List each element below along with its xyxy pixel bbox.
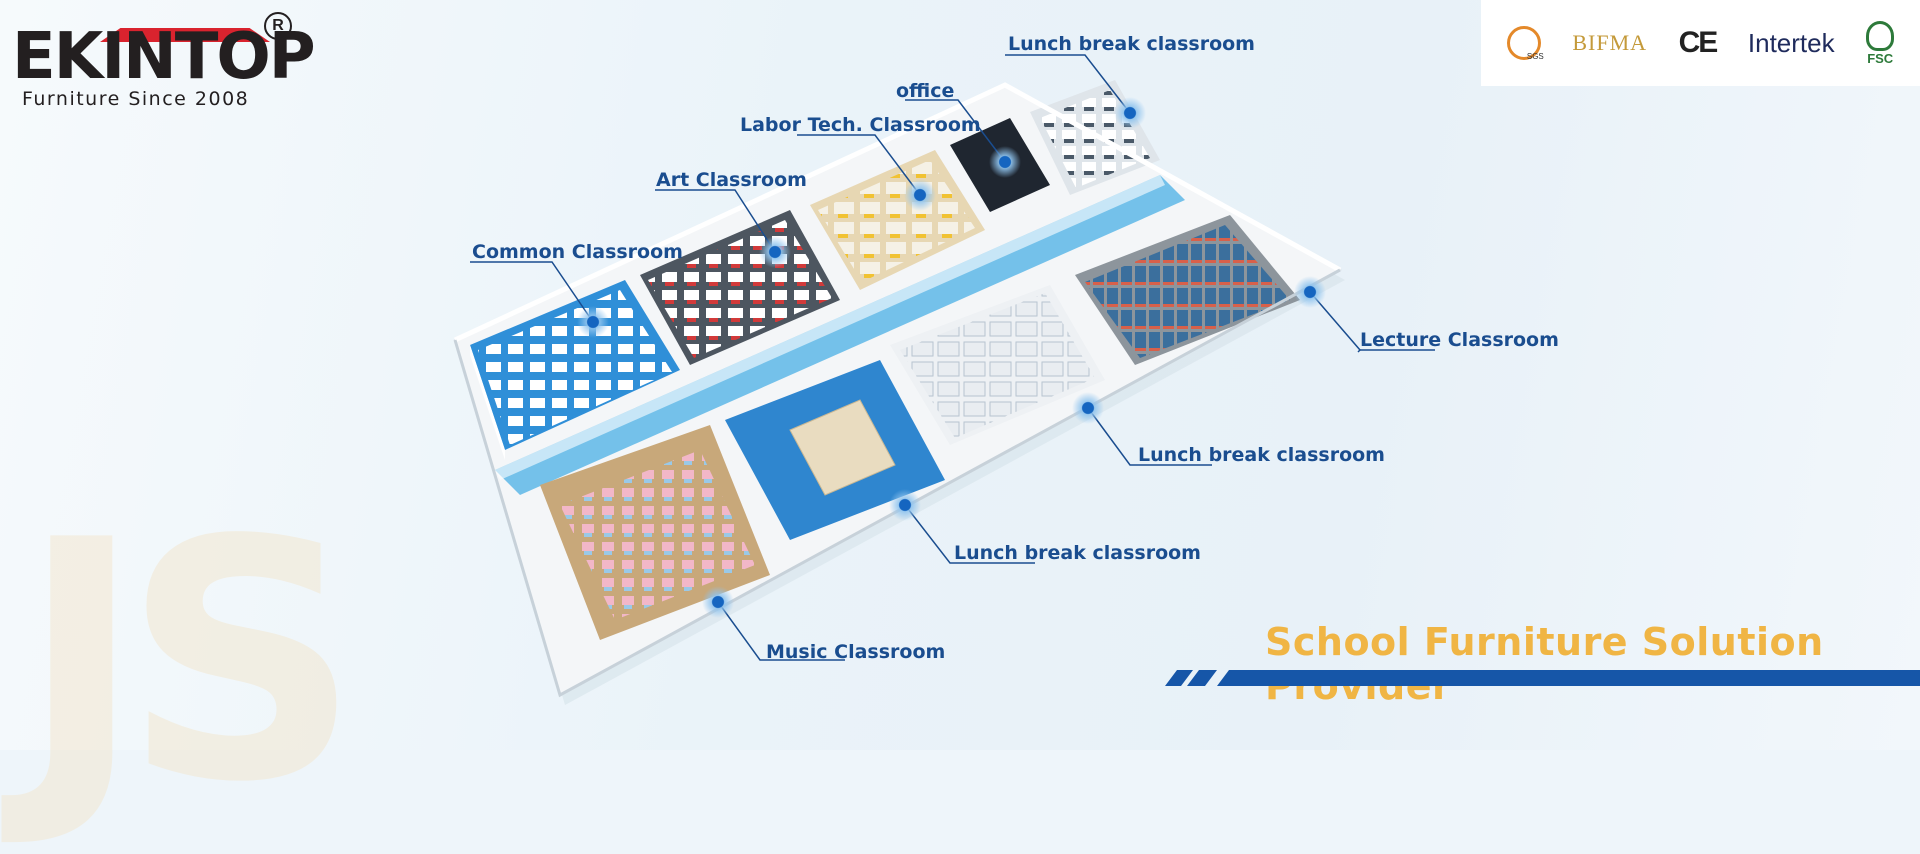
tree-icon xyxy=(1866,20,1895,51)
logo-tagline: Furniture Since 2008 xyxy=(22,88,250,110)
label-common-classroom[interactable]: Common Classroom xyxy=(472,241,683,263)
label-art-classroom[interactable]: Art Classroom xyxy=(656,169,807,191)
sgs-badge-icon: SGS xyxy=(1506,26,1544,61)
hotspot-pins xyxy=(577,97,1326,618)
label-lecture-classroom[interactable]: Lecture Classroom xyxy=(1360,329,1559,351)
label-office[interactable]: office xyxy=(896,80,955,102)
ce-mark-icon: CE xyxy=(1678,26,1719,59)
label-lunch-break-middle[interactable]: Lunch break classroom xyxy=(1138,444,1385,466)
label-music-classroom[interactable]: Music Classroom xyxy=(766,641,946,663)
logo-wordmark: EKINTOP xyxy=(12,20,316,94)
headline: School Furniture Solution Provider xyxy=(1265,620,1824,708)
certification-strip: SGS BIFMA CE Intertek FSC xyxy=(1481,0,1920,86)
label-lunch-break-top[interactable]: Lunch break classroom xyxy=(1008,33,1255,55)
headline-stripe-bar xyxy=(1165,670,1920,686)
logo-roof-shape xyxy=(100,28,270,42)
fsc-label: FSC xyxy=(1867,50,1894,66)
label-labor-tech-classroom[interactable]: Labor Tech. Classroom xyxy=(740,114,981,136)
school-floorplan-illustration xyxy=(453,54,1435,705)
brand-logo[interactable]: EKINTOP R Furniture Since 2008 xyxy=(12,10,316,110)
intertek-logo-icon: Intertek xyxy=(1747,27,1835,58)
fsc-tree-icon: FSC xyxy=(1866,20,1895,66)
bifma-logo-icon: BIFMA xyxy=(1572,30,1648,55)
label-lunch-break-bottom[interactable]: Lunch break classroom xyxy=(954,542,1201,564)
registered-mark-icon: R xyxy=(264,12,292,40)
